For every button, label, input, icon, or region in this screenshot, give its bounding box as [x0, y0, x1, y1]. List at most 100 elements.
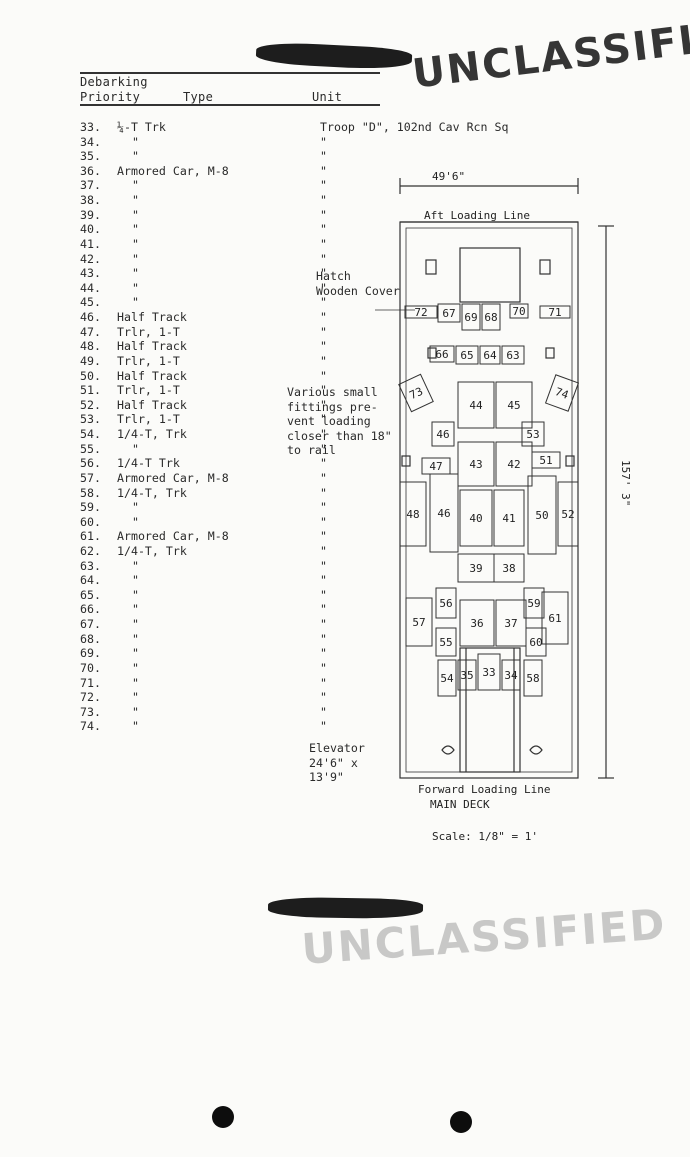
vehicle-label: 72 — [414, 306, 427, 319]
vehicle-slot: 46 — [429, 473, 459, 553]
vehicle-label: 41 — [502, 512, 515, 525]
row-type: 1/4-T, Trk — [117, 427, 187, 442]
vehicle-label: 43 — [469, 458, 482, 471]
row-unit: " — [320, 310, 327, 325]
row-number: 68. — [80, 631, 101, 646]
vehicle-label: 45 — [507, 399, 520, 412]
vehicle-label: 46 — [436, 428, 449, 441]
vehicle-outline — [481, 303, 501, 331]
row-type: 1/4-T, Trk — [117, 485, 187, 500]
header-rule-top — [80, 72, 380, 74]
vehicle-slot: 74 — [544, 374, 580, 412]
vehicle-label: 63 — [506, 349, 519, 362]
row-number: 58. — [80, 485, 101, 500]
row-type: Half Track — [117, 368, 187, 383]
note-fittings: Various small fittings pre- vent loading… — [287, 385, 392, 457]
header-priority-line1: Debarking — [80, 75, 148, 89]
row-unit: " — [320, 719, 327, 734]
note-elevator: Elevator 24'6" x 13'9" — [309, 741, 365, 784]
row-number: 48. — [80, 339, 101, 354]
vehicle-slot: 42 — [495, 441, 533, 487]
vehicle-label: 38 — [502, 562, 515, 575]
row-number: 73. — [80, 704, 101, 719]
vehicle-label: 36 — [470, 617, 483, 630]
length-label: 157' 3" — [619, 460, 632, 506]
vehicle-label: 53 — [526, 428, 539, 441]
vehicle-label: 34 — [504, 669, 518, 682]
row-number: 65. — [80, 587, 101, 602]
row-type: " — [132, 573, 139, 588]
vehicle-outline — [457, 441, 495, 487]
row-number: 39. — [80, 207, 101, 222]
header-priority-line2: Priority — [80, 90, 141, 104]
vehicle-outline — [557, 481, 579, 547]
row-number: 38. — [80, 193, 101, 208]
row-type: " — [132, 251, 139, 266]
row-number: 46. — [80, 310, 101, 325]
vehicle-slot: 50 — [527, 475, 557, 555]
row-number: 72. — [80, 690, 101, 705]
elevator-outline — [459, 647, 521, 773]
row-number: 64. — [80, 573, 101, 588]
vehicle-outline — [437, 303, 461, 323]
row-type: Half Track — [117, 339, 187, 354]
vehicle-label: 51 — [539, 454, 552, 467]
vehicle-slot: 55 — [435, 627, 457, 657]
vehicle-slot: 57 — [405, 597, 433, 647]
row-unit: " — [320, 675, 327, 690]
row-unit: " — [320, 368, 327, 383]
redaction-mark-top — [255, 40, 413, 72]
vehicle-outline — [435, 587, 457, 619]
row-unit: " — [320, 558, 327, 573]
vehicle-label: 54 — [440, 672, 454, 685]
redaction-mark-bottom — [267, 896, 424, 920]
vehicle-outline — [457, 381, 495, 429]
vehicle-label: 47 — [429, 460, 442, 473]
row-unit: " — [320, 587, 327, 602]
row-unit: " — [320, 573, 327, 588]
vehicle-outline — [495, 599, 527, 647]
vehicle-label: 55 — [439, 636, 452, 649]
row-type: " — [132, 178, 139, 193]
row-type: " — [132, 236, 139, 251]
vehicle-slot: 63 — [501, 345, 525, 365]
classification-stamp-top: UNCLASSIFIED — [410, 9, 690, 98]
vehicle-outline — [509, 303, 529, 319]
vehicle-outline — [404, 305, 438, 319]
aft-line-label: Aft Loading Line — [424, 209, 530, 222]
vehicle-outline — [405, 597, 433, 647]
row-number: 36. — [80, 163, 101, 178]
vehicle-outline — [455, 345, 479, 365]
vehicle-slot: 59 — [523, 587, 545, 619]
vehicle-label: 44 — [469, 399, 483, 412]
row-number: 70. — [80, 660, 101, 675]
vehicle-slot: 45 — [495, 381, 533, 429]
row-type: " — [132, 134, 139, 149]
vehicle-outline — [457, 659, 477, 691]
vehicle-slot: 34 — [501, 659, 521, 691]
row-type: Trlr, 1-T — [117, 383, 180, 398]
row-unit: " — [320, 353, 327, 368]
row-type: Armored Car, M-8 — [117, 163, 229, 178]
vehicle-outline — [523, 659, 543, 697]
row-type: Trlr, 1-T — [117, 324, 180, 339]
row-unit: " — [320, 251, 327, 266]
vehicle-slot: 53 — [521, 421, 545, 447]
vehicle-label: 39 — [469, 562, 482, 575]
note-hatch: Hatch Wooden Cover — [316, 269, 400, 298]
vehicle-slot: 36 — [459, 599, 495, 647]
row-type: " — [132, 149, 139, 164]
row-type: " — [132, 222, 139, 237]
row-unit: " — [320, 280, 327, 295]
deck-label: MAIN DECK — [430, 798, 490, 811]
row-type: " — [132, 631, 139, 646]
vehicle-outline — [429, 473, 459, 553]
row-number: 54. — [80, 427, 101, 442]
vehicle-label: 60 — [529, 636, 542, 649]
vehicle-label: 37 — [504, 617, 517, 630]
vehicle-label: 66 — [435, 348, 448, 361]
row-type: Half Track — [117, 397, 187, 412]
vehicle-outline — [437, 659, 457, 697]
vehicle-label: 40 — [469, 512, 482, 525]
